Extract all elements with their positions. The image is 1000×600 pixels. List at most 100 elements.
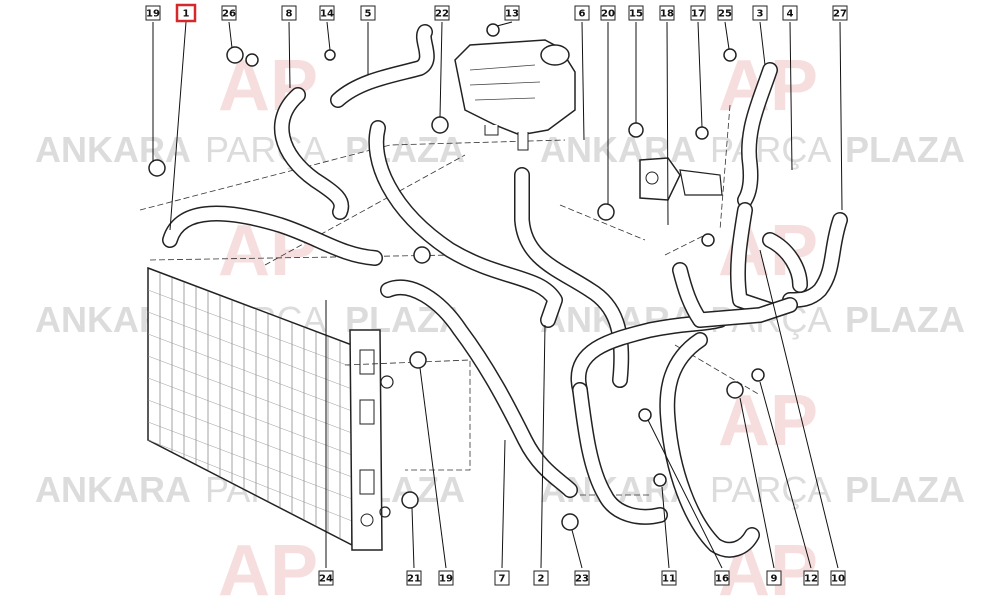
callout-box	[281, 5, 297, 21]
watermark-brand-mid: PARÇA	[205, 129, 326, 170]
callout-box	[360, 5, 376, 21]
callout-number: 23	[575, 574, 589, 585]
watermark-brand-right: PLAZA	[845, 469, 965, 510]
callout-24: 24	[318, 570, 334, 586]
callout-number: 12	[804, 574, 818, 585]
callout-number: 27	[833, 9, 847, 20]
callout-box	[766, 570, 782, 586]
callout-box	[175, 3, 197, 23]
callout-box	[145, 5, 161, 21]
callout-box	[717, 5, 733, 21]
callout-16: 16	[714, 570, 730, 586]
callout-3: 3	[752, 5, 768, 21]
watermark-brand-left: ANKARA	[35, 129, 191, 170]
hoses	[162, 24, 848, 558]
callout-box	[406, 570, 422, 586]
watermark-row-1: ANKARA PARÇA PLAZA ANKARA PARÇA PLAZA	[35, 129, 965, 170]
callout-number: 16	[715, 574, 729, 585]
callout-8: 8	[281, 5, 297, 21]
callout-number: 18	[660, 9, 674, 20]
callout-number: 4	[787, 9, 794, 20]
callout-box	[434, 5, 450, 21]
callout-number: 25	[718, 9, 732, 20]
callout-box	[494, 570, 510, 586]
callout-22: 22	[434, 5, 450, 21]
watermark-brand-right: PLAZA	[845, 129, 965, 170]
callout-23: 23	[574, 570, 590, 586]
callout-number: 13	[505, 9, 519, 20]
callout-7: 7	[494, 570, 510, 586]
callout-number: 8	[286, 9, 293, 20]
callout-number: 17	[691, 9, 705, 20]
leader-lines	[152, 21, 843, 569]
callout-26: 26	[221, 5, 237, 21]
callout-number: 21	[407, 574, 421, 585]
expansion-tank	[454, 39, 576, 151]
reference-lines	[139, 79, 761, 496]
callout-6: 6	[574, 5, 590, 21]
callout-25: 25	[717, 5, 733, 21]
callout-number: 3	[757, 9, 764, 20]
callout-labels: 19 1 26 8 14 5 22 13 6 20 15 18 17 25 3 4 27 24 21 19 7 2 23 11…	[145, 3, 848, 586]
watermark-row-3: ANKARA PARÇA PLAZA ANKARA PARÇA PLAZA	[35, 469, 965, 510]
callout-box	[319, 5, 335, 21]
callout-1: 1	[175, 3, 197, 23]
callout-box	[752, 5, 768, 21]
callout-20: 20	[600, 5, 616, 21]
callout-box	[438, 570, 454, 586]
callout-2: 2	[533, 570, 549, 586]
callout-box	[628, 5, 644, 21]
callout-box	[782, 5, 798, 21]
callout-5: 5	[360, 5, 376, 21]
callout-number: 14	[320, 9, 334, 20]
callout-12: 12	[803, 570, 819, 586]
callout-4: 4	[782, 5, 798, 21]
callout-box	[600, 5, 616, 21]
callout-21: 21	[406, 570, 422, 586]
callout-box	[504, 5, 520, 21]
callout-9: 9	[766, 570, 782, 586]
callout-box	[690, 5, 706, 21]
callout-box	[803, 570, 819, 586]
callout-box	[318, 570, 334, 586]
thermostat-housing	[639, 157, 723, 201]
callout-10: 10	[830, 570, 846, 586]
callout-13: 13	[504, 5, 520, 21]
callout-number: 20	[601, 9, 615, 20]
callout-box	[714, 570, 730, 586]
callout-box	[832, 5, 848, 21]
watermark-brand-right: PLAZA	[845, 299, 965, 340]
callout-number: 9	[771, 574, 778, 585]
watermark-brand-right: PLAZA	[345, 129, 465, 170]
callout-number: 24	[319, 574, 333, 585]
callout-number: 26	[222, 9, 236, 20]
callout-box	[574, 570, 590, 586]
callout-box	[533, 570, 549, 586]
watermark-brand-mid: PARÇA	[710, 129, 831, 170]
callout-number: 5	[365, 9, 372, 20]
callout-box	[221, 5, 237, 21]
callout-number: 19	[146, 9, 160, 20]
callout-number: 19	[439, 574, 453, 585]
callout-number: 6	[579, 9, 586, 20]
clamps	[148, 23, 765, 531]
callout-number: 10	[831, 574, 845, 585]
callout-11: 11	[661, 570, 677, 586]
callout-number: 7	[499, 574, 506, 585]
radiator	[147, 266, 394, 551]
callout-18: 18	[659, 5, 675, 21]
callout-27: 27	[832, 5, 848, 21]
callout-17: 17	[690, 5, 706, 21]
callout-number: 15	[629, 9, 643, 20]
callout-19: 19	[438, 570, 454, 586]
watermark-brand-left: ANKARA	[35, 469, 191, 510]
callout-box	[659, 5, 675, 21]
callout-15: 15	[628, 5, 644, 21]
callout-14: 14	[319, 5, 335, 21]
watermark-logo: AP	[218, 531, 318, 600]
watermark-brand-mid: PARÇA	[710, 469, 831, 510]
callout-number: 22	[435, 9, 449, 20]
callout-19: 19	[145, 5, 161, 21]
